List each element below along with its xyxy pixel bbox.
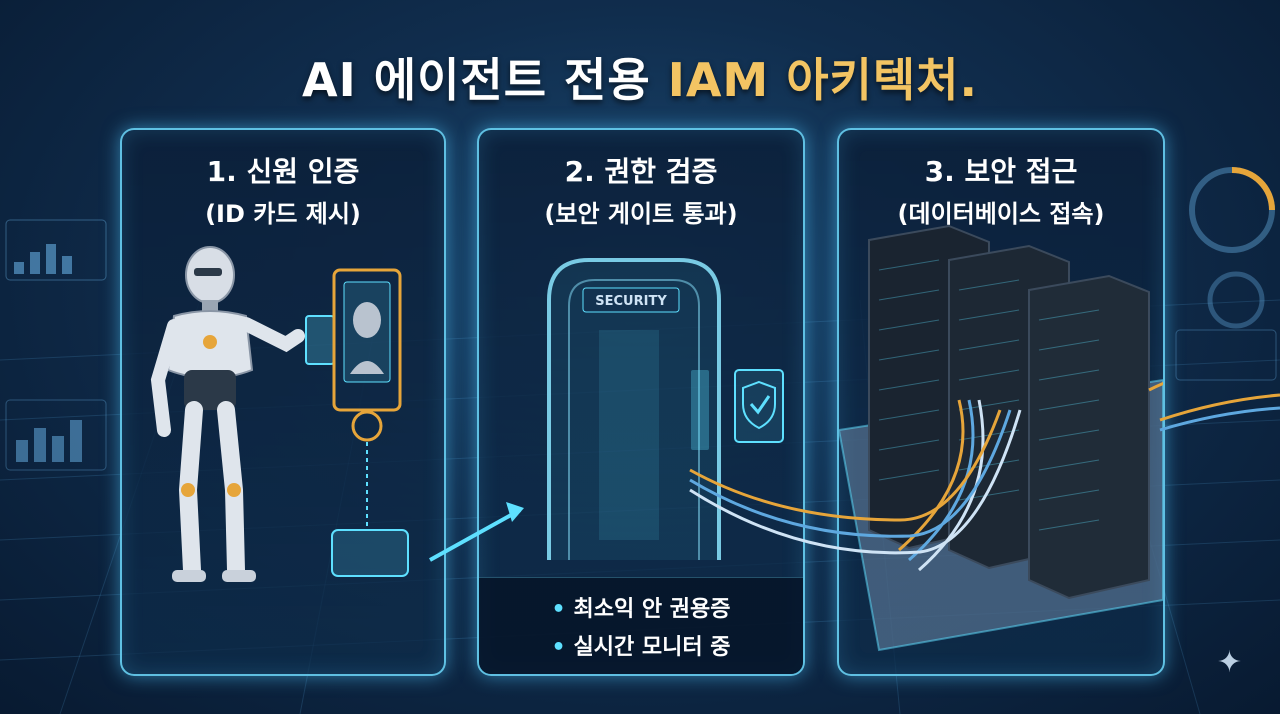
sparkle-icon: ✦ [1216, 645, 1242, 680]
security-gate-icon: SECURITY [547, 258, 721, 560]
robot-icon [150, 246, 305, 582]
panel-3-illustration [839, 224, 1163, 652]
panel-1-title: 1. 신원 인증 [206, 155, 360, 188]
note-realtime-monitor: 실시간 모니터 중 [573, 635, 731, 660]
panel-1-illustration [150, 246, 409, 582]
title-main: AI 에이전트 전용 [302, 53, 668, 107]
id-card-icon [305, 268, 409, 577]
panel-2-subtitle: (보안 게이트 통과) [544, 200, 738, 228]
panel-3-title: 3. 보안 접근 [924, 155, 1078, 188]
panel-2-title: 2. 권한 검증 [564, 155, 718, 188]
note-item: •실시간 모니터 중 [551, 635, 731, 660]
panel-secure-access: 3. 보안 접근 (데이터베이스 접속) [837, 128, 1165, 676]
panel-1-subtitle: (ID 카드 제시) [205, 200, 361, 228]
left-dashboard-decor [5, 219, 107, 471]
panel-permission-verify: 2. 권한 검증 (보안 게이트 통과) SECURITY •최소익 안 권용증… [477, 128, 805, 676]
shield-check-icon [734, 369, 784, 443]
gate-label: SECURITY [595, 294, 667, 309]
panel-3-subtitle: (데이터베이스 접속) [897, 200, 1105, 228]
page-title: AI 에이전트 전용 IAM 아키텍처. [0, 44, 1280, 110]
note-least-privilege: 최소익 안 권용증 [573, 597, 731, 622]
panel-2-notes: •최소익 안 권용증 •실시간 모니터 중 [479, 577, 803, 674]
right-dashboard-decor [1175, 167, 1277, 381]
panel-identity-auth: 1. 신원 인증 (ID 카드 제시) [120, 128, 446, 676]
panel-2-illustration: SECURITY [547, 258, 784, 560]
note-item: •최소익 안 권용증 [551, 597, 731, 622]
server-rack-icon [868, 224, 1150, 600]
title-highlight: IAM 아키텍처. [667, 53, 978, 107]
